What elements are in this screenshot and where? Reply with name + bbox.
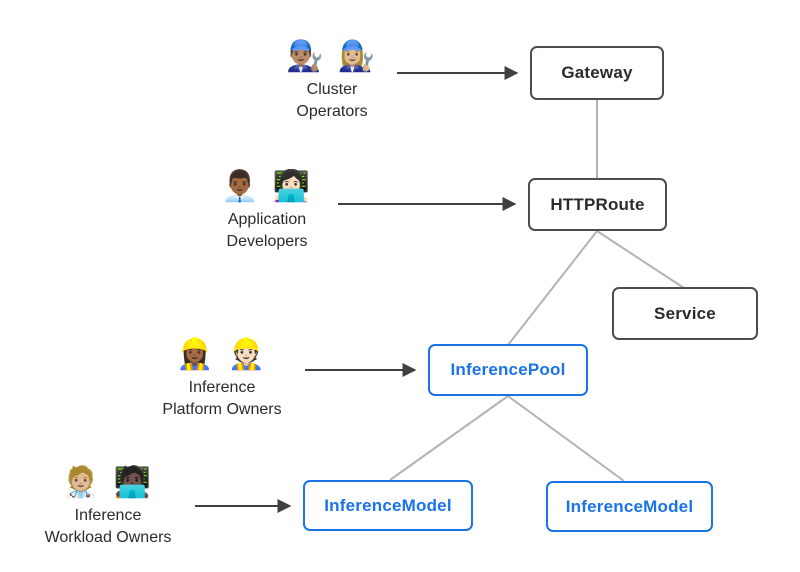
node-inference-model-right-label: InferenceModel bbox=[565, 496, 694, 516]
persona-inference-platform-owners-label: Inference Platform Owners bbox=[162, 379, 282, 418]
node-inference-pool-label: InferencePool bbox=[450, 360, 566, 379]
persona-cluster-operators: 👨🏽‍🔧 👩🏼‍🔧 Cluster Operators bbox=[237, 36, 427, 123]
persona-inference-platform-owners: 👷🏾‍♀️ 👷🏻 Inference Platform Owners bbox=[127, 334, 317, 421]
construction-worker-emoji-pair-icon: 👷🏾‍♀️ 👷🏻 bbox=[175, 338, 269, 371]
persona-inference-workload-owners: 🧑🏼‍⚕️ 🧑🏿‍💻 Inference Workload Owners bbox=[13, 462, 203, 549]
node-inference-model-left: InferenceModel bbox=[303, 480, 473, 531]
office-worker-technologist-emoji-pair-icon: 👨🏾‍💼 👩🏻‍💻 bbox=[220, 170, 314, 203]
node-inference-model-left-label: InferenceModel bbox=[324, 495, 452, 515]
node-gateway: Gateway bbox=[530, 46, 664, 100]
node-httproute-label: HTTPRoute bbox=[550, 194, 645, 214]
node-inference-model-right: InferenceModel bbox=[546, 481, 713, 532]
edge-inferencepool-model-right bbox=[507, 395, 625, 482]
node-service: Service bbox=[612, 287, 758, 340]
edge-httproute-inferencepool bbox=[507, 230, 598, 346]
node-httproute: HTTPRoute bbox=[528, 178, 667, 231]
persona-cluster-operators-label: Cluster Operators bbox=[296, 81, 368, 120]
persona-application-developers-label: Application Developers bbox=[226, 211, 308, 250]
node-gateway-label: Gateway bbox=[561, 63, 633, 82]
persona-inference-workload-owners-label: Inference Workload Owners bbox=[44, 507, 172, 546]
persona-application-developers: 👨🏾‍💼 👩🏻‍💻 Application Developers bbox=[172, 166, 362, 253]
edge-inferencepool-model-left bbox=[389, 395, 509, 481]
edge-httproute-service bbox=[596, 230, 685, 289]
mechanic-emoji-pair-icon: 👨🏽‍🔧 👩🏼‍🔧 bbox=[285, 40, 379, 73]
health-worker-technologist-emoji-pair-icon: 🧑🏼‍⚕️ 🧑🏿‍💻 bbox=[61, 466, 155, 499]
node-inference-pool: InferencePool bbox=[428, 344, 588, 396]
node-service-label: Service bbox=[654, 303, 716, 323]
